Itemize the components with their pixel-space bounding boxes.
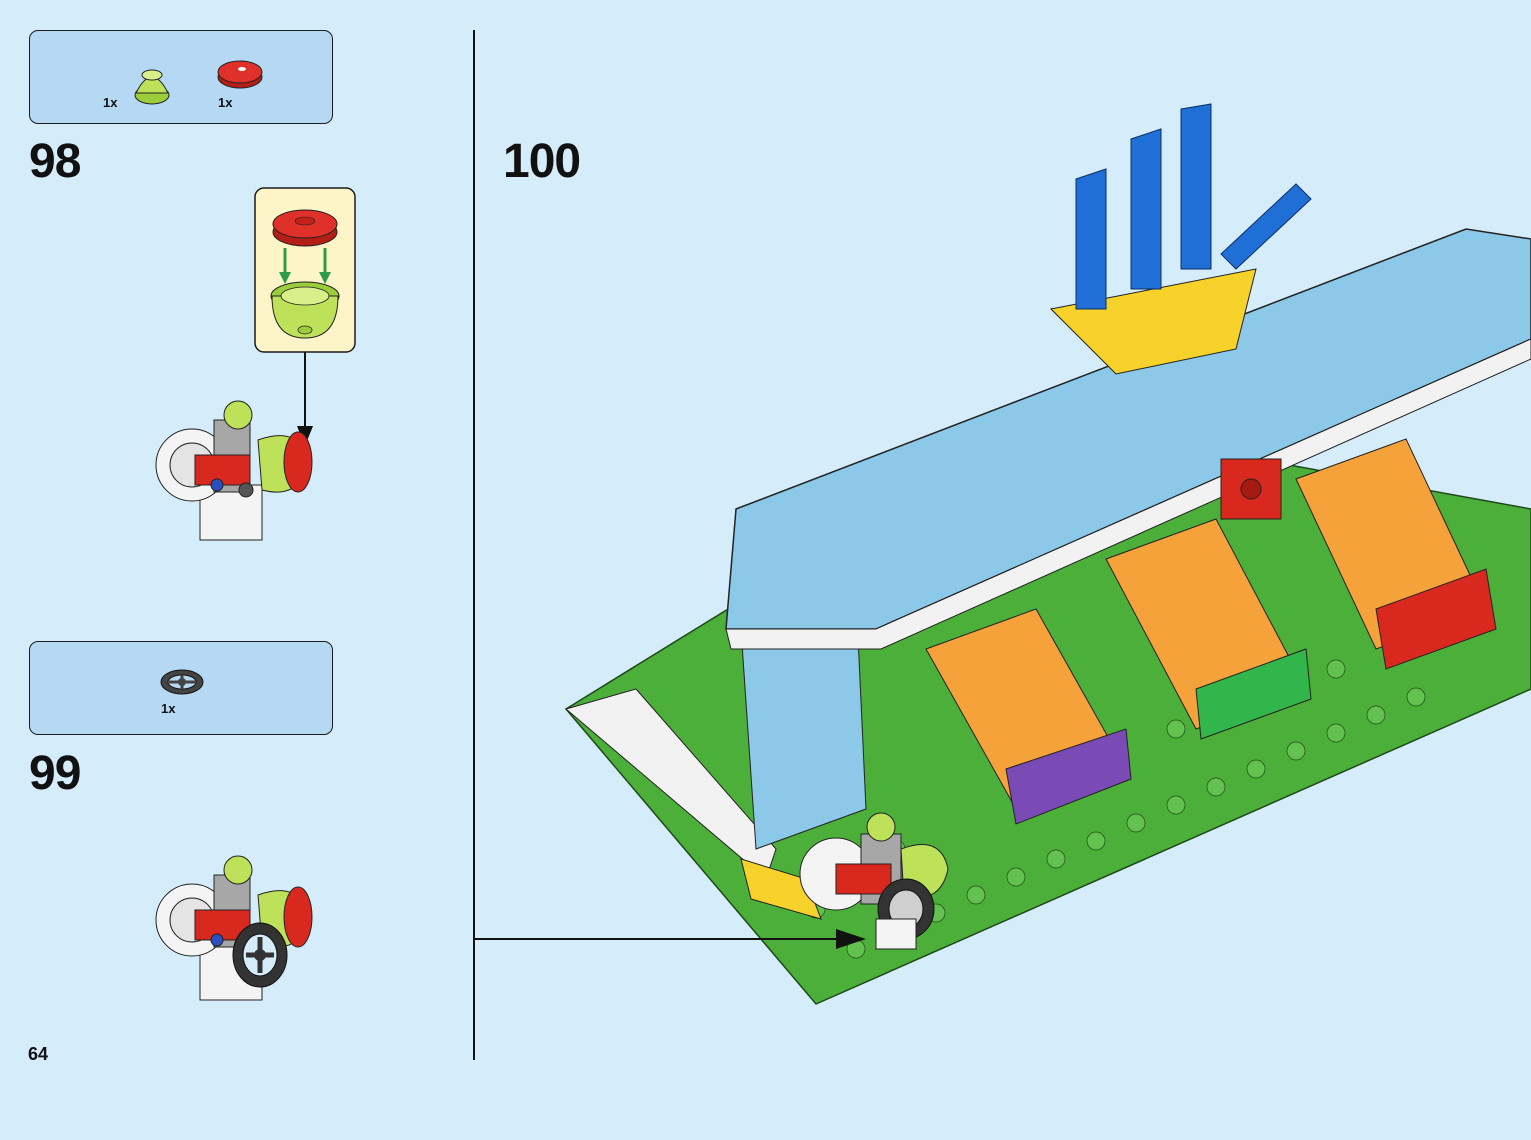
callout-box: [255, 188, 355, 352]
parts-art-99: [30, 642, 334, 736]
page-number: 64: [28, 1044, 48, 1065]
part-qty: 1x: [161, 701, 175, 716]
step-98-illustration: [0, 0, 470, 560]
assembly-arrow: [474, 924, 894, 954]
column-divider: [473, 30, 475, 1060]
sub-assembly-99: [0, 840, 470, 1140]
parts-list-99: 1x: [29, 641, 333, 735]
step-number-99: 99: [29, 746, 80, 801]
steering-wheel-icon: [161, 670, 203, 694]
sub-assembly-98: [156, 401, 312, 540]
